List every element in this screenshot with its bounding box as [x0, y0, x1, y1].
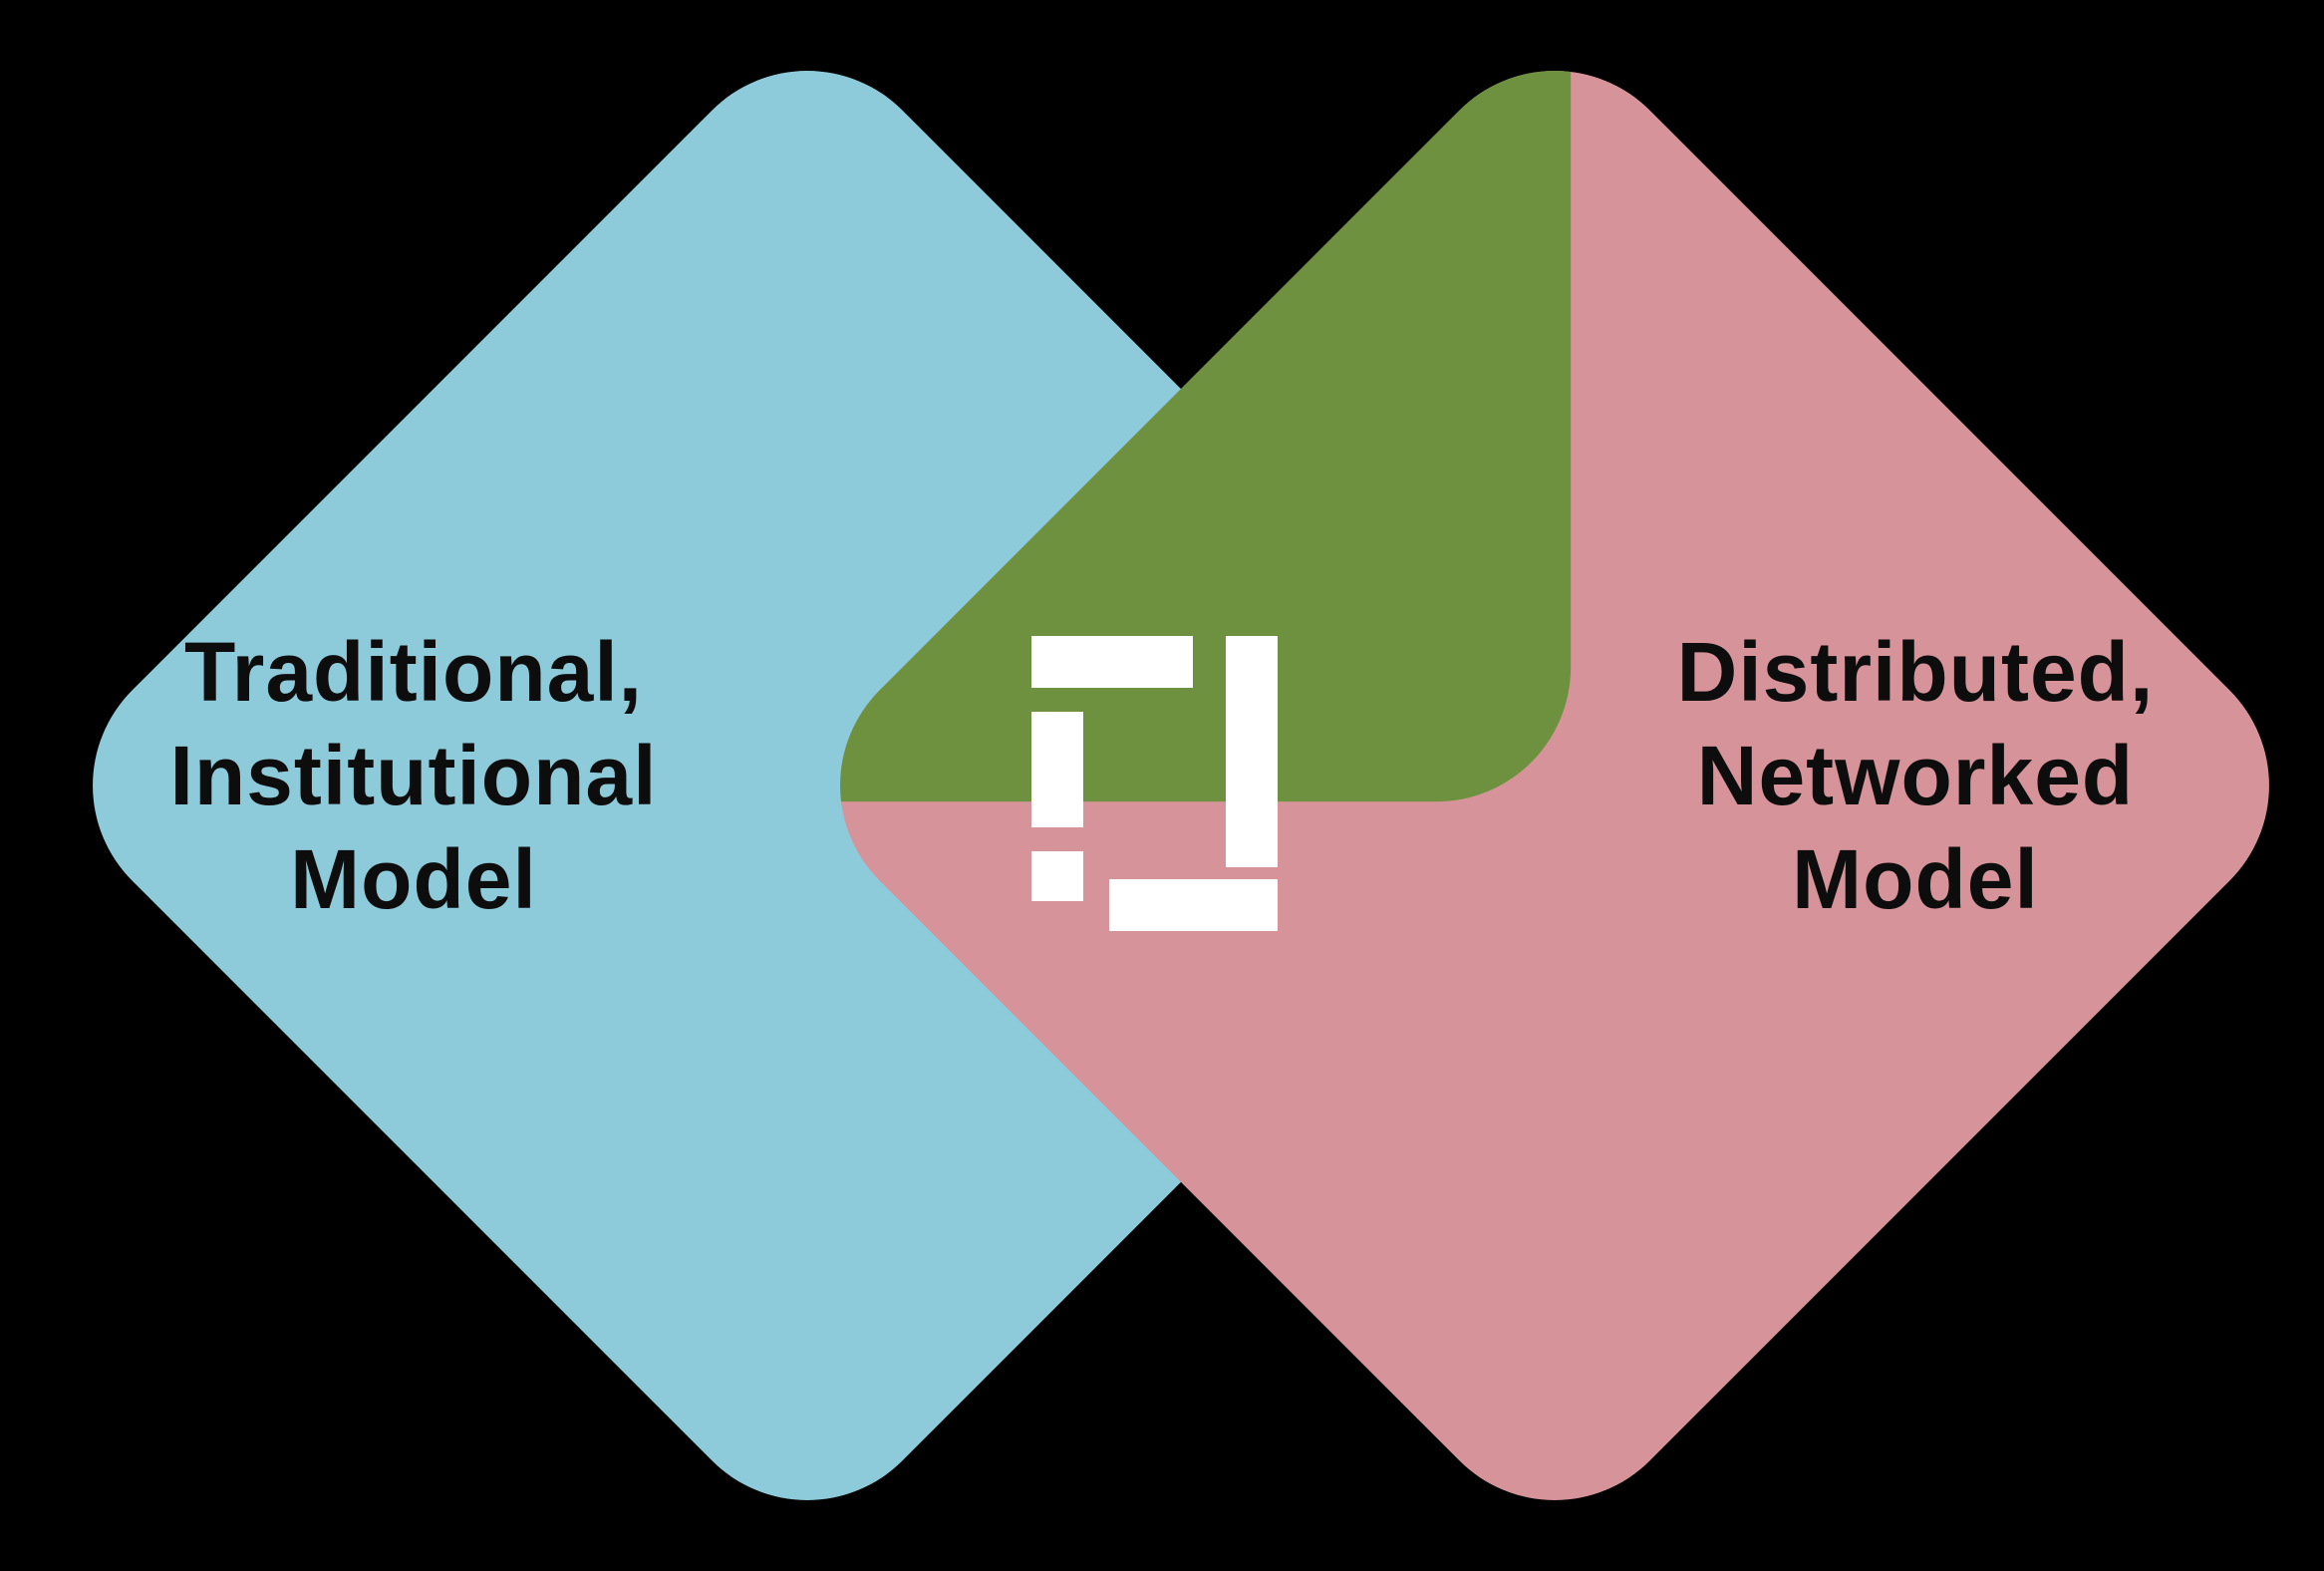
right-label-line-2: Networked: [1696, 728, 2135, 822]
left-label-line-3: Model: [290, 832, 537, 927]
right-label-line-3: Model: [1792, 832, 2039, 927]
blocks-logo-icon: [1031, 636, 1278, 931]
left-label-line-1: Traditional,: [183, 624, 644, 719]
right-shape-label: Distributed, Networked Model: [1677, 620, 2155, 931]
left-shape-label: Traditional, Institutional Model: [170, 620, 658, 931]
right-label-line-1: Distributed,: [1676, 624, 2155, 719]
left-label-line-2: Institutional: [169, 728, 658, 822]
